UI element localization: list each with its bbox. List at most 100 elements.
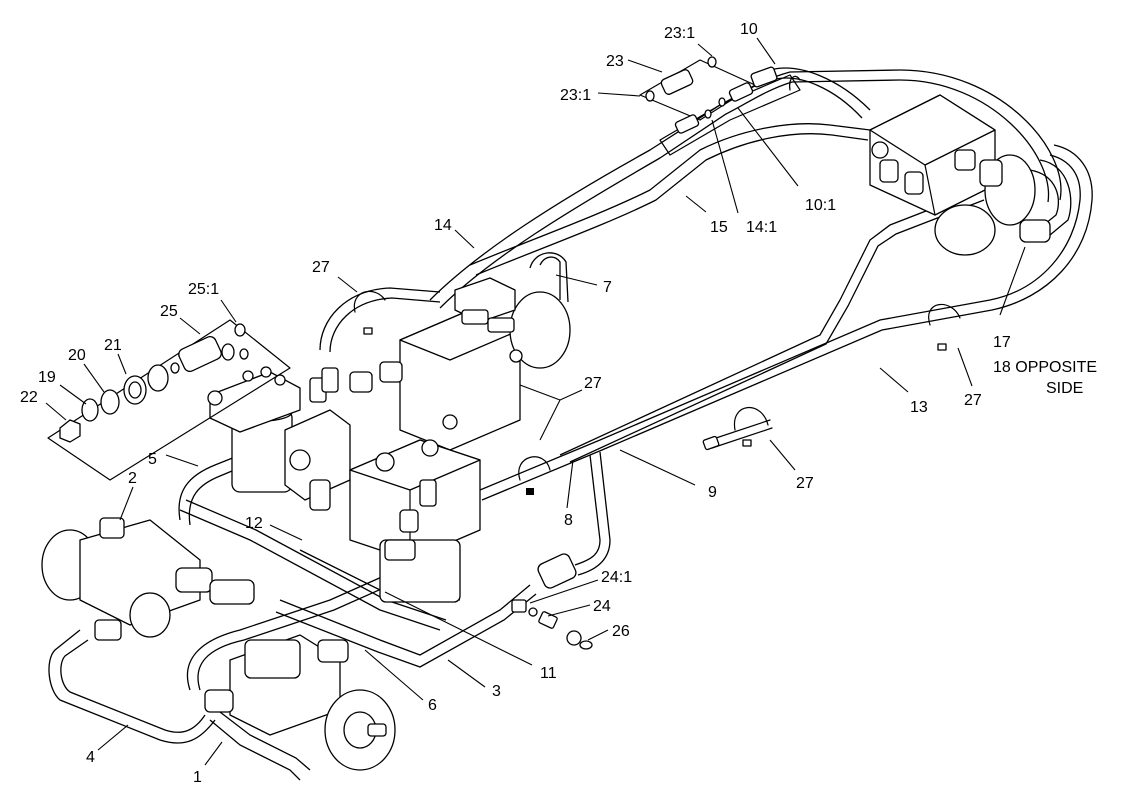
callout-19: 19	[38, 369, 56, 386]
pump-fitting-4	[321, 367, 339, 393]
clamp-27-b	[518, 456, 551, 481]
leader-27c	[957, 347, 973, 387]
callout-5: 5	[148, 451, 157, 468]
callout-8: 8	[564, 512, 573, 529]
hose-17-b	[1029, 169, 1060, 229]
clamps-27	[353, 75, 961, 495]
part-25-elbow-end	[221, 343, 235, 361]
hose-7-a	[539, 256, 561, 300]
tube-9-a	[559, 189, 981, 456]
exploded-coupler-panel	[639, 56, 801, 156]
leader-19	[59, 384, 87, 405]
valve-port-fitting	[399, 509, 419, 533]
tube-4-a	[48, 629, 216, 744]
leader-lines	[45, 37, 1026, 766]
hose-27-left-b	[329, 297, 441, 353]
pump-fitting-5	[461, 309, 489, 325]
motor-right-body	[934, 204, 996, 256]
part-22-nut	[59, 419, 81, 443]
part-25-1-oring-b	[239, 348, 249, 360]
leader-25-1	[220, 299, 237, 323]
part-10-1-oring	[718, 97, 726, 107]
tube-13-end-fitting	[702, 435, 720, 451]
leader-8	[566, 459, 574, 509]
tube-4-b	[60, 639, 206, 733]
tube-13-end-b	[711, 427, 773, 449]
callout-27a: 27	[312, 259, 330, 276]
callout-18: 18 OPPOSITE	[993, 359, 1097, 376]
pump-fitting-2	[379, 361, 403, 383]
callout-3: 3	[492, 683, 501, 700]
callout-7: 7	[603, 279, 612, 296]
leader-1	[204, 741, 223, 766]
callout-27b: 27	[584, 375, 602, 392]
leader-15	[685, 195, 707, 213]
tube-8-b	[577, 451, 611, 576]
tube-13-a	[479, 154, 1081, 491]
tube-12-b	[185, 499, 447, 621]
valve-cap-right	[871, 141, 889, 159]
tube-9-b	[569, 199, 985, 463]
fitting-24-oring	[528, 607, 538, 617]
leader-24-1	[529, 579, 599, 604]
callout-14: 14	[434, 217, 452, 234]
valve-block-right-top	[869, 94, 996, 166]
callout-13: 13	[910, 399, 928, 416]
part-oring-small	[170, 362, 180, 374]
part-23-1-oring-b	[707, 56, 717, 68]
exploded-panel-outline	[47, 319, 291, 481]
valve-fitting-2	[904, 171, 924, 195]
callout-24-1: 24:1	[601, 569, 632, 586]
hose-7-b	[529, 252, 569, 303]
pump-small-fitting	[509, 349, 523, 363]
callout-12: 12	[245, 515, 263, 532]
callout-24: 24	[593, 598, 611, 615]
pump-fitting-1	[349, 371, 373, 393]
leader-24	[547, 604, 591, 617]
bottom-drive-motor	[204, 634, 396, 771]
clamp-27-d	[733, 407, 769, 431]
part-14-1-oring	[704, 109, 712, 119]
leader-9	[619, 449, 696, 486]
callout-27d: 27	[796, 475, 814, 492]
leader-14-1	[711, 119, 739, 214]
clamp-27-d-tab	[742, 439, 752, 447]
leader-6	[364, 649, 424, 701]
leader-22	[45, 402, 67, 421]
callout-10: 10	[740, 21, 758, 38]
tube-5-b	[188, 465, 245, 526]
callout-2: 2	[128, 470, 137, 487]
check-valve-port	[289, 449, 311, 471]
fitting-26-loop	[579, 640, 593, 650]
hose-15-b	[475, 133, 869, 276]
bottom-motor-fitting-a	[204, 689, 234, 713]
valve-plug-2	[421, 439, 439, 457]
filter-head-bolt-2	[260, 366, 272, 378]
clamp-27-a-tab	[363, 327, 373, 335]
leader-27d	[769, 439, 796, 471]
pump-fitting-6	[487, 317, 515, 333]
callout-20: 20	[68, 347, 86, 364]
callout-26: 26	[612, 623, 630, 640]
clamp-27-b-tab	[526, 488, 534, 495]
callout-23: 23	[606, 53, 624, 70]
tube-6-b	[197, 569, 425, 691]
clamp-27-c-tab	[937, 343, 947, 351]
leader-10	[756, 37, 776, 65]
tube-1-a	[209, 719, 301, 781]
part-washer-large	[147, 364, 169, 392]
nut-22-shape	[59, 419, 81, 443]
leader-3	[447, 659, 486, 688]
leader-21	[117, 353, 127, 375]
part-21-inner	[128, 381, 142, 399]
callout-10-1: 10:1	[805, 197, 836, 214]
callout-18-side: SIDE	[1046, 380, 1083, 397]
leader-13	[879, 367, 909, 393]
pump-side-fitting	[442, 414, 458, 430]
hose-10-a	[769, 67, 871, 111]
callout-23-1a: 23:1	[560, 87, 591, 104]
leader-27b	[539, 389, 583, 441]
motor-right-port	[1019, 219, 1051, 243]
left-motor-fitting-a	[99, 517, 125, 539]
